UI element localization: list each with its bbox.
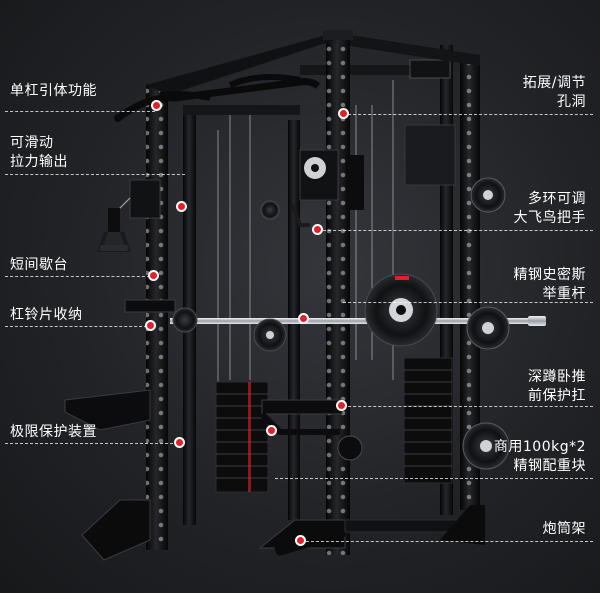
- marker-holes: [338, 108, 349, 119]
- rack-base: [81, 499, 485, 561]
- label-safety: 极限保护装置: [10, 424, 97, 440]
- marker-safety: [174, 437, 185, 448]
- leader-line-squat: [343, 406, 593, 407]
- cable-pulley-right: [290, 149, 364, 227]
- label-rest: 短间歇台: [10, 257, 68, 273]
- smith-bar: [170, 316, 546, 326]
- leader-line-safety: [5, 443, 183, 444]
- label-holes: 拓展/调节 孔洞: [522, 75, 586, 110]
- marker-weight: [266, 425, 277, 436]
- marker-pullup: [151, 100, 162, 111]
- safety-arms: [64, 299, 363, 461]
- label-pullup: 单杠引体功能: [10, 83, 97, 99]
- label-smith: 精钢史密斯 举重杆: [513, 267, 586, 302]
- weight-stack-left: [215, 381, 269, 493]
- leader-line-pullup: [5, 111, 155, 112]
- marker-multiring: [312, 224, 323, 235]
- leader-line-rest: [5, 276, 155, 277]
- weight-stack-right: [403, 357, 453, 484]
- label-multiring: 多环可调 大飞鸟把手: [513, 191, 586, 226]
- marker-landmine: [295, 535, 306, 546]
- pullup-bar: [114, 74, 321, 122]
- marker-rest: [148, 270, 159, 281]
- marker-smith: [298, 313, 309, 324]
- leader-line-storage: [5, 326, 152, 327]
- leader-line-smith: [343, 302, 593, 303]
- cable-handle-left: [97, 179, 161, 252]
- label-sliding: 可滑动 拉力输出: [10, 135, 68, 170]
- cables: [217, 80, 394, 420]
- rack-front-posts: [146, 30, 480, 555]
- plates: [172, 177, 510, 470]
- leader-line-landmine: [306, 541, 593, 542]
- leader-line-weight: [275, 478, 593, 479]
- label-landmine: 炮筒架: [542, 521, 586, 537]
- marker-squat: [336, 400, 347, 411]
- label-squat: 深蹲卧推 前保护扛: [528, 369, 586, 404]
- label-weight: 商用100kg*2 精钢配重块: [493, 439, 586, 474]
- leader-line-multiring: [318, 230, 593, 231]
- leader-line-sliding: [5, 174, 185, 175]
- leader-line-holes: [343, 114, 593, 115]
- label-storage: 杠铃片收纳: [10, 307, 83, 323]
- marker-sliding: [176, 201, 187, 212]
- marker-storage: [145, 320, 156, 331]
